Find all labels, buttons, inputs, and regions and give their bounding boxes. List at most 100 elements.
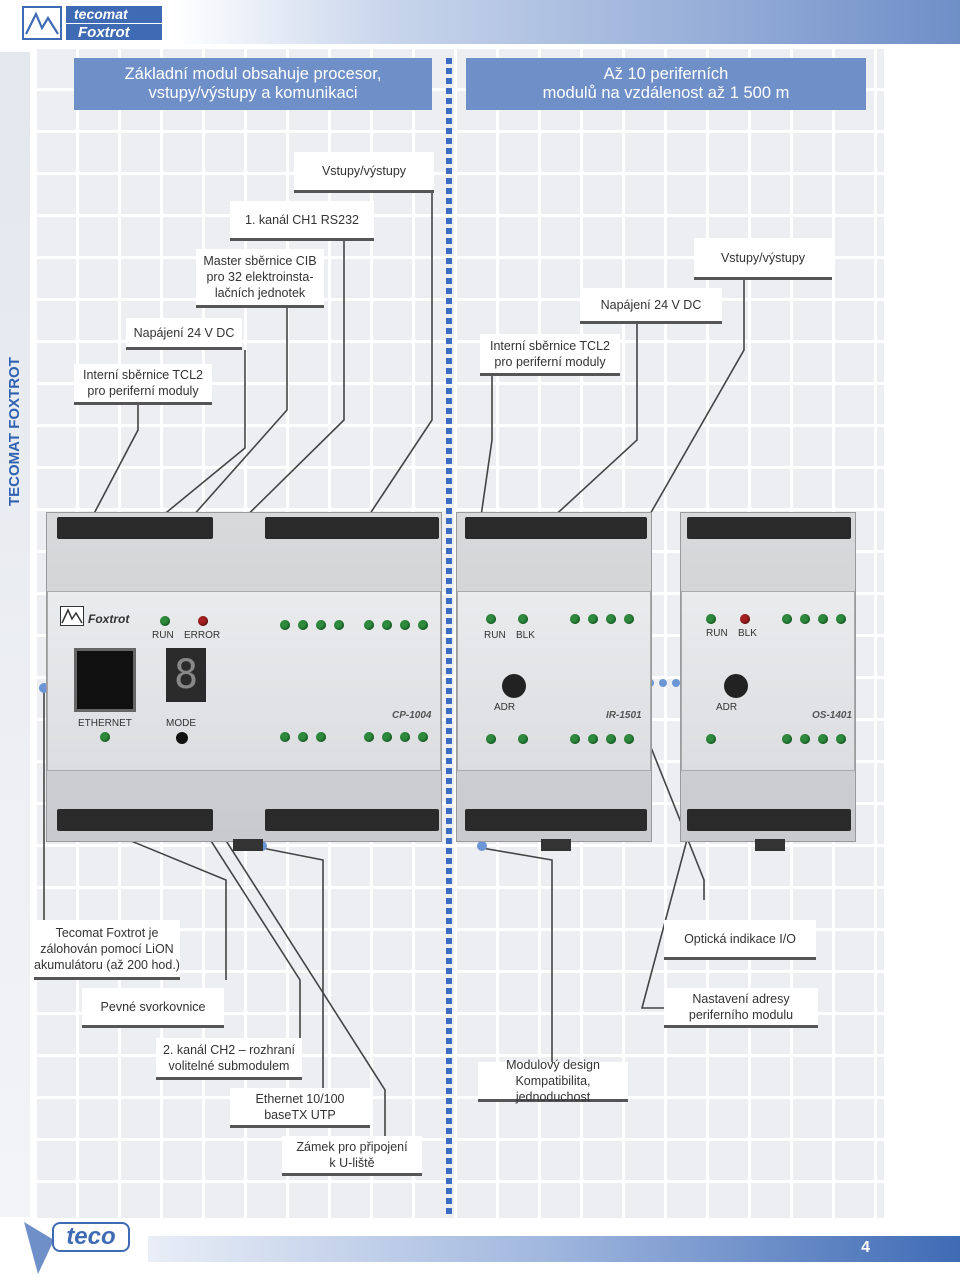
label-vstupy-vystupy-right: Vstupy/výstupy — [694, 238, 832, 280]
io-led — [800, 734, 810, 744]
cp-brand: Foxtrot — [88, 612, 130, 626]
sidebar: TECOMAT FOXTROT — [0, 52, 34, 1217]
ir-1501-module: RUN BLK ADR IR-1501 — [456, 512, 652, 851]
os-face: RUN BLK ADR OS-1401 — [681, 591, 855, 771]
label-tcl2-right: Interní sběrnice TCL2 pro periferní modu… — [480, 334, 620, 376]
io-led — [316, 620, 326, 630]
io-led — [782, 734, 792, 744]
label-napajeni-right: Napájení 24 V DC — [580, 288, 722, 324]
cp-model-label: CP-1004 — [392, 710, 432, 721]
label-lion-battery: Tecomat Foxtrot je zálohován pomocí LiON… — [34, 920, 180, 980]
mode-label: MODE — [166, 718, 196, 729]
label-pevne-svorkovnice: Pevné svorkovnice — [82, 988, 224, 1028]
io-led — [606, 614, 616, 624]
seven-segment-display: 8 — [166, 648, 206, 702]
terminal-block-g — [687, 517, 851, 539]
mode-button[interactable] — [176, 732, 188, 744]
io-led — [382, 620, 392, 630]
terminal-block-e — [465, 517, 647, 539]
din-rail-latch — [541, 839, 571, 851]
teco-triangle-icon — [24, 1222, 54, 1274]
io-led — [334, 620, 344, 630]
io-led — [280, 732, 290, 742]
io-led — [588, 734, 598, 744]
io-led — [382, 732, 392, 742]
ir-model-label: IR-1501 — [606, 710, 642, 721]
io-led — [298, 620, 308, 630]
logo-word-foxtrot: Foxtrot — [66, 23, 162, 41]
label-nastaveni-adresy: Nastavení adresy periferního modulu — [664, 988, 818, 1028]
label-vstupy-vystupy-left: Vstupy/výstupy — [294, 152, 434, 193]
io-led — [588, 614, 598, 624]
header-left: Základní modul obsahuje procesor, vstupy… — [74, 58, 432, 110]
os-model-label: OS-1401 — [812, 710, 853, 721]
os-blk-led — [740, 614, 750, 624]
terminal-block-h — [687, 809, 851, 831]
io-led — [298, 732, 308, 742]
io-led — [364, 620, 374, 630]
label-modulovy-design: Modulový design Kompatibilita, jednoduch… — [478, 1058, 628, 1104]
ethernet-led — [100, 732, 110, 742]
io-led — [280, 620, 290, 630]
io-led — [518, 614, 528, 624]
io-led — [706, 734, 716, 744]
cp-face: Foxtrot RUN ERROR 8 ETHERNET MODE CP-100… — [47, 591, 441, 771]
os-blk-label: BLK — [738, 628, 757, 639]
terminal-block-c — [57, 809, 213, 831]
logo-mark-icon — [22, 6, 62, 40]
terminal-block-d — [265, 809, 439, 831]
io-led — [418, 620, 428, 630]
page-number: 4 — [861, 1239, 870, 1256]
label-opticka-indikace: Optická indikace I/O — [664, 920, 816, 960]
io-led — [818, 614, 828, 624]
run-label: RUN — [152, 630, 174, 641]
foxtrot-face-logo-icon — [60, 606, 84, 626]
io-led — [486, 614, 496, 624]
io-led — [836, 734, 846, 744]
io-led — [624, 734, 634, 744]
teco-word: teco — [52, 1222, 130, 1252]
io-led — [624, 614, 634, 624]
ir-face: RUN BLK ADR IR-1501 — [457, 591, 651, 771]
io-led — [364, 732, 374, 742]
ir-adr-label: ADR — [494, 702, 516, 713]
label-master-cib: Master sběrnice CIB pro 32 elektroinsta-… — [196, 249, 324, 308]
io-led — [800, 614, 810, 624]
io-led — [570, 734, 580, 744]
os-run-label: RUN — [706, 628, 728, 639]
io-led — [518, 734, 528, 744]
din-rail-latch — [233, 839, 263, 851]
label-zamek: Zámek pro připojení k U-liště — [282, 1136, 422, 1176]
ethernet-port[interactable] — [74, 648, 136, 712]
io-led — [836, 614, 846, 624]
io-led — [400, 620, 410, 630]
teco-logo: teco — [22, 1218, 142, 1278]
io-led — [606, 734, 616, 744]
footer-bar: 4 — [148, 1236, 960, 1262]
label-ch2-submodule: 2. kanál CH2 – rozhraní volitelné submod… — [156, 1038, 302, 1080]
tecomat-foxtrot-logo: tecomat Foxtrot — [22, 6, 162, 41]
error-led — [198, 616, 208, 626]
run-led — [160, 616, 170, 626]
ethernet-label: ETHERNET — [78, 718, 132, 729]
ir-blk-label: BLK — [516, 630, 535, 641]
address-dial[interactable] — [724, 674, 748, 698]
label-tcl2-left: Interní sběrnice TCL2 pro periferní modu… — [74, 364, 212, 405]
terminal-block-b — [265, 517, 439, 539]
top-banner: tecomat Foxtrot — [0, 0, 960, 44]
cp-1004-module: Foxtrot RUN ERROR 8 ETHERNET MODE CP-100… — [46, 512, 442, 851]
label-ch1-rs232: 1. kanál CH1 RS232 — [230, 201, 374, 241]
io-led — [570, 614, 580, 624]
terminal-block-f — [465, 809, 647, 831]
header-right: Až 10 periferních modulů na vzdálenost a… — [466, 58, 866, 110]
address-dial[interactable] — [502, 674, 526, 698]
io-led — [400, 732, 410, 742]
io-led — [818, 734, 828, 744]
sidebar-strip — [0, 52, 30, 1217]
logo-word-tecomat: tecomat — [66, 6, 162, 23]
label-ethernet: Ethernet 10/100 baseTX UTP — [230, 1088, 370, 1128]
section-divider — [446, 58, 452, 1216]
ir-run-label: RUN — [484, 630, 506, 641]
io-led — [316, 732, 326, 742]
io-led — [418, 732, 428, 742]
